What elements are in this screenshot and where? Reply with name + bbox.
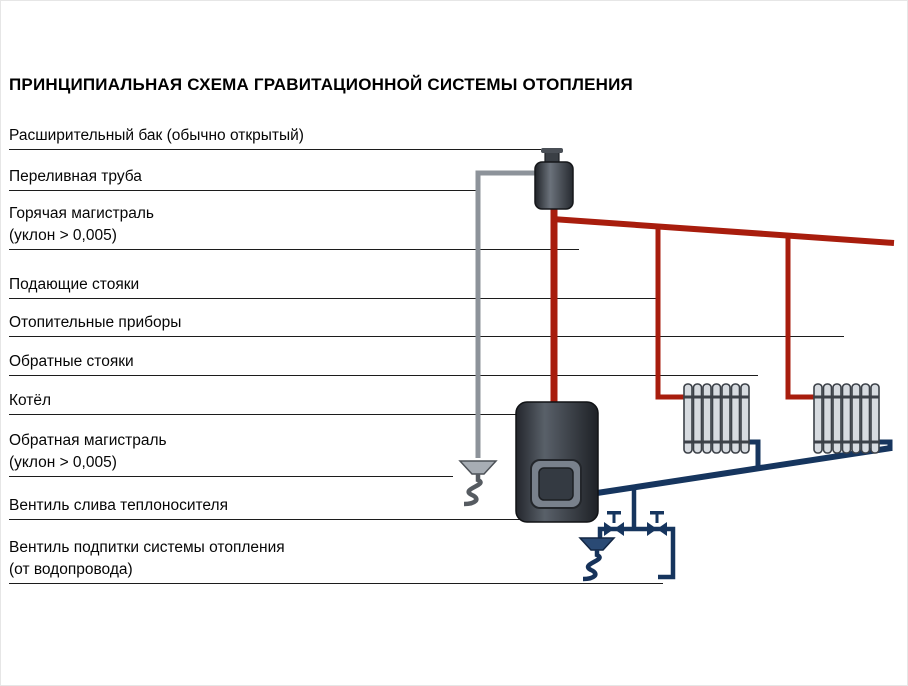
label-expansion-tank: Расширительный бак (обычно открытый) <box>9 125 541 150</box>
label-text: Обратная магистраль <box>9 432 167 449</box>
label-text: Вентиль подпитки системы отопления <box>9 539 285 556</box>
label-supply-risers: Подающие стояки <box>9 274 658 299</box>
label-boiler: Котёл <box>9 390 519 415</box>
label-makeup-valve: Вентиль подпитки системы отопления (от в… <box>9 537 663 584</box>
label-text: Подающие стояки <box>9 276 140 293</box>
label-drain-valve: Вентиль слива теплоносителя <box>9 495 593 520</box>
label-text: (от водопровода) <box>9 561 133 578</box>
label-text: Переливная труба <box>9 168 142 185</box>
label-text: Горячая магистраль <box>9 205 155 222</box>
return-riser-1 <box>747 439 761 470</box>
label-text: Расширительный бак (обычно открытый) <box>9 127 304 144</box>
radiator-2 <box>813 383 880 454</box>
expansion-tank <box>534 148 574 210</box>
label-text: (уклон > 0,005) <box>9 227 117 244</box>
label-heating-devices: Отопительные приборы <box>9 312 844 337</box>
label-text: Отопительные приборы <box>9 314 182 331</box>
label-hot-main: Горячая магистраль (уклон > 0,005) <box>9 203 579 250</box>
makeup-valve-symbol <box>647 511 667 536</box>
label-return-risers: Обратные стояки <box>9 351 758 376</box>
label-text: (уклон > 0,005) <box>9 454 117 471</box>
label-text: Обратные стояки <box>9 353 134 370</box>
return-main-pipe <box>596 445 892 496</box>
label-text: Вентиль слива теплоносителя <box>9 497 228 514</box>
drain-valve-symbol <box>604 511 624 536</box>
label-return-main: Обратная магистраль (уклон > 0,005) <box>9 430 453 477</box>
return-riser-2 <box>875 439 893 451</box>
radiator-1 <box>683 383 750 454</box>
label-text: Котёл <box>9 392 52 409</box>
hot-main-pipe <box>551 216 895 246</box>
page-title: ПРИНЦИПИАЛЬНАЯ СХЕМА ГРАВИТАЦИОННОЙ СИСТ… <box>9 75 633 94</box>
label-overflow-pipe: Переливная труба <box>9 166 478 191</box>
